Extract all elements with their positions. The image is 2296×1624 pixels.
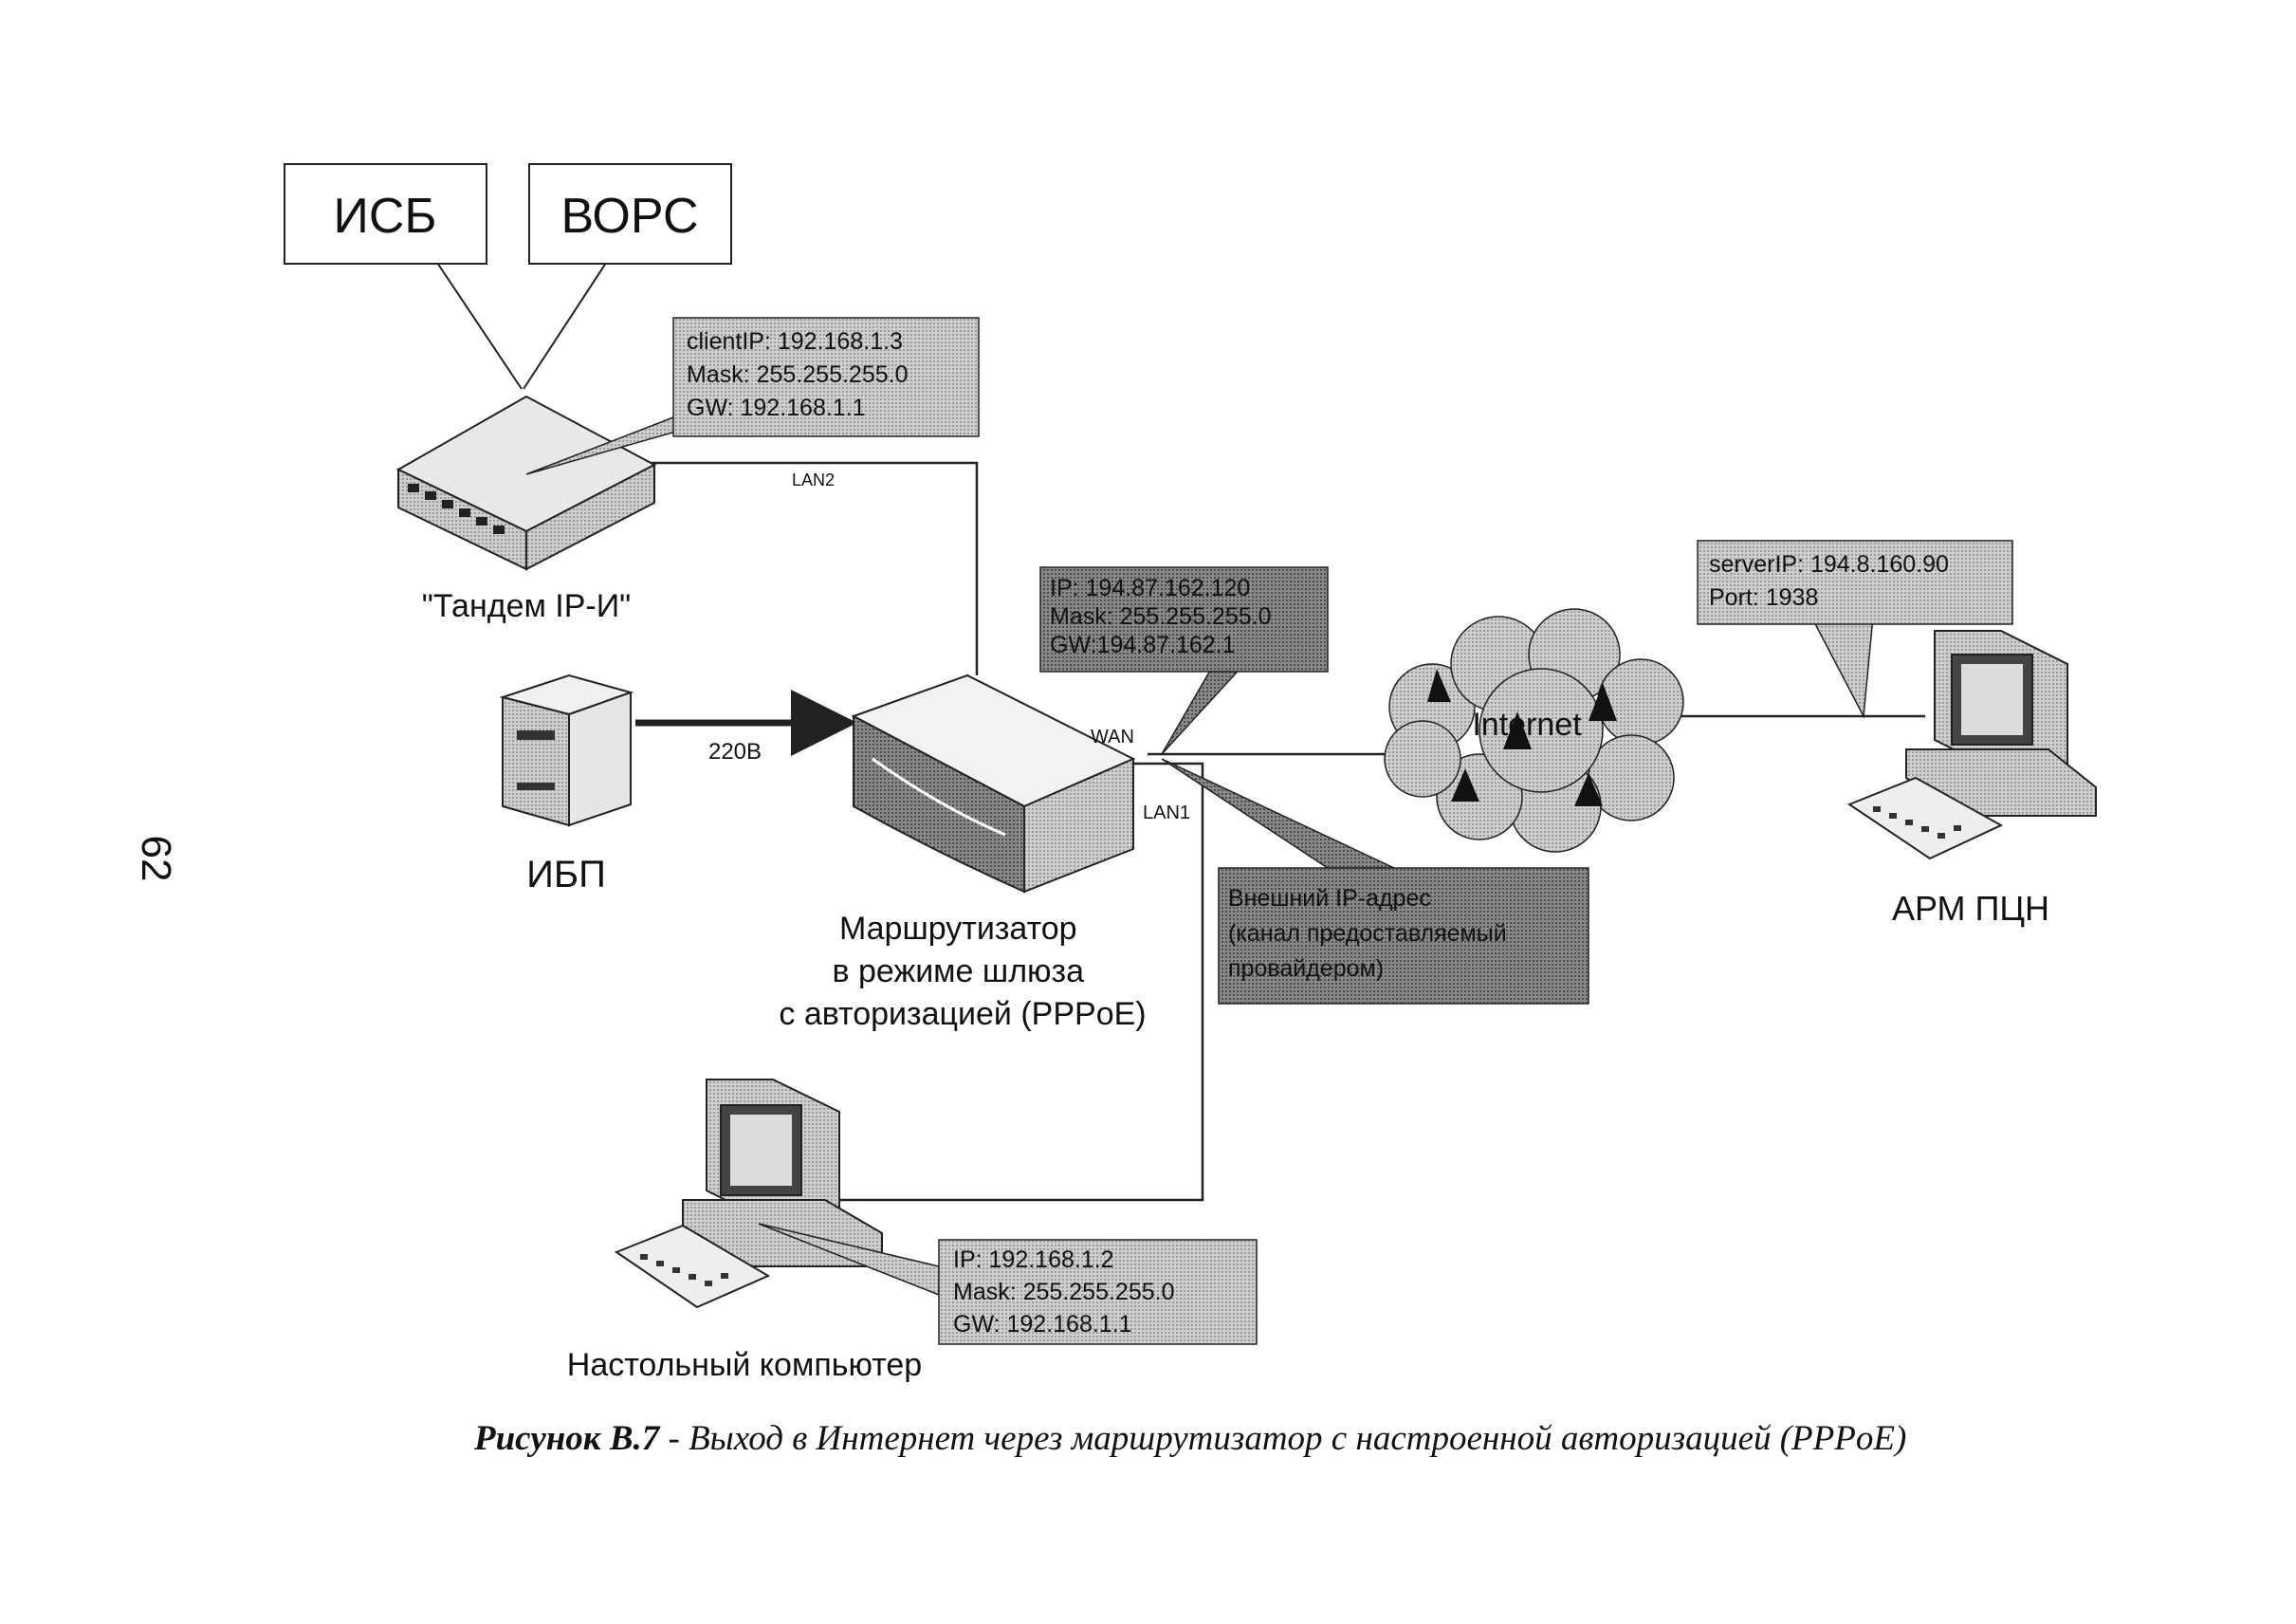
- power-connection: 220В: [635, 690, 857, 765]
- vors-link: [523, 253, 613, 390]
- tandem-device-icon: "Тандем IP-И": [395, 395, 657, 624]
- desktop-callout-line: GW: 192.168.1.1: [953, 1311, 1132, 1338]
- caption-rest: - Выход в Интернет через маршрутизатор с…: [659, 1419, 1906, 1458]
- internet-label: Internet: [1472, 707, 1582, 743]
- page-number: 62: [133, 836, 179, 882]
- vors-label: ВОРС: [560, 189, 698, 244]
- server-callout: serverIP: 194.8.160.90 Port: 1938: [1697, 540, 2013, 719]
- external-ip-callout: Внешний IP-адрес (канал предоставляемый …: [1161, 758, 1589, 1005]
- arm-label: АРМ ПЦН: [1892, 889, 2049, 928]
- external-callout-line: (канал предоставляемый: [1228, 920, 1507, 947]
- ups-icon: ИБП: [499, 674, 634, 895]
- isb-box: ИСБ: [284, 163, 487, 265]
- figure-caption: Рисунок В.7 - Выход в Интернет через мар…: [473, 1419, 1906, 1458]
- desktop-callout: IP: 192.168.1.2 Mask: 255.255.255.0 GW: …: [758, 1223, 1258, 1345]
- lan1-label: LAN1: [1143, 803, 1190, 823]
- desktop-computer-icon: Настольный компьютер: [567, 1079, 922, 1383]
- arm-workstation-icon: АРМ ПЦН: [1846, 630, 2097, 928]
- caption-bold: Рисунок В.7: [473, 1419, 661, 1458]
- router-icon: [851, 674, 1136, 894]
- wan-callout-line: GW:194.87.162.1: [1050, 632, 1236, 658]
- router-label-line: Маршрутизатор: [839, 911, 1077, 947]
- server-callout-line: serverIP: 194.8.160.90: [1709, 551, 1949, 578]
- tandem-label: "Тандем IP-И": [422, 588, 632, 624]
- lan2-line: [645, 461, 979, 675]
- svg-text:serverIP: 194.8.160.90 P: serverIP: 194.8.160.90 Port: 1938: [1709, 551, 1956, 611]
- tandem-callout-line: clientIP: 192.168.1.3: [687, 328, 903, 355]
- lan2-label: LAN2: [792, 471, 835, 489]
- svg-text:clientIP: 192.168.1.3 Ma: clientIP: 192.168.1.3 Mask: 255.255.255.…: [687, 328, 914, 421]
- wan-callout-line: IP: 194.87.162.120: [1050, 575, 1250, 601]
- svg-text:IP: 194.87.162.120 Mask:: IP: 194.87.162.120 Mask: 255.255.255.0 G…: [1050, 575, 1277, 658]
- wan-label: WAN: [1091, 727, 1134, 747]
- svg-text:IP: 192.168.1.2 Mask: 25: IP: 192.168.1.2 Mask: 255.255.255.0 GW: …: [953, 1246, 1181, 1338]
- tandem-callout-line: GW: 192.168.1.1: [687, 395, 866, 421]
- external-callout-line: провайдером): [1228, 955, 1384, 982]
- isb-link: [431, 253, 523, 390]
- desktop-label: Настольный компьютер: [567, 1347, 922, 1383]
- power-label: 220В: [708, 739, 762, 765]
- connection-lines: [431, 253, 1925, 1202]
- lan1-line: [778, 762, 1204, 1202]
- vors-box: ВОРС: [528, 163, 732, 265]
- svg-text:Внешний IP-адрес (канал: Внешний IP-адрес (канал предоставляемый …: [1228, 885, 1514, 982]
- ups-label: ИБП: [526, 854, 606, 895]
- wan-callout: IP: 194.87.162.120 Mask: 255.255.255.0 G…: [1039, 566, 1329, 755]
- router-label-line: в режиме шлюза: [833, 953, 1085, 989]
- server-callout-line: Port: 1938: [1709, 584, 1818, 611]
- desktop-callout-line: Mask: 255.255.255.0: [953, 1279, 1175, 1305]
- wan-callout-line: Mask: 255.255.255.0: [1050, 603, 1272, 630]
- tandem-callout-line: Mask: 255.255.255.0: [687, 361, 909, 388]
- router-label-line: с авторизацией (PPPoE): [779, 996, 1146, 1032]
- isb-label: ИСБ: [333, 189, 436, 244]
- desktop-callout-line: IP: 192.168.1.2: [953, 1246, 1114, 1273]
- external-callout-line: Внешний IP-адрес: [1228, 885, 1431, 912]
- internet-cloud-icon: Internet: [1384, 608, 1684, 853]
- tandem-callout: clientIP: 192.168.1.3 Mask: 255.255.255.…: [525, 317, 980, 475]
- router-label: Маршрутизатор в режиме шлюза с авторизац…: [779, 911, 1146, 1032]
